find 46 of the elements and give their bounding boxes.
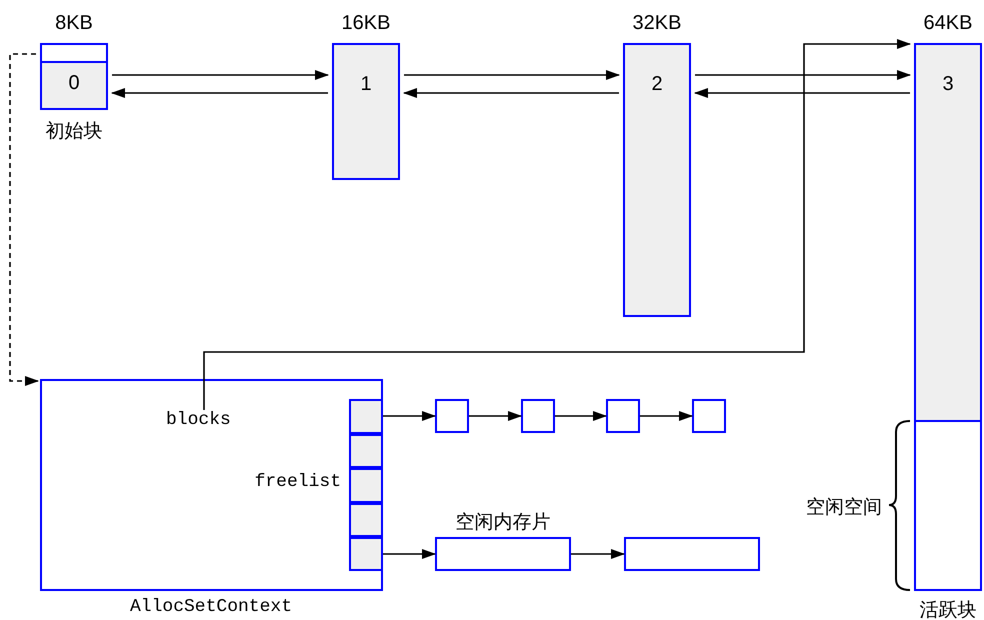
size-label: 32KB bbox=[632, 12, 682, 35]
arrow bbox=[555, 411, 607, 421]
freelist-slot bbox=[349, 537, 383, 571]
memory-chunk bbox=[692, 399, 726, 433]
memory-block bbox=[914, 43, 982, 591]
arrow bbox=[111, 88, 328, 98]
field-label: freelist bbox=[254, 472, 341, 492]
brace-label: 空闲空间 bbox=[806, 495, 882, 520]
freelist-slot bbox=[349, 468, 383, 503]
arrow bbox=[571, 549, 625, 559]
context-name: AllocSetContext bbox=[130, 597, 292, 617]
memory-chunk bbox=[624, 537, 760, 571]
size-label: 64KB bbox=[924, 12, 972, 35]
memory-chunk bbox=[435, 537, 571, 571]
arrow bbox=[694, 88, 910, 98]
memory-chunk bbox=[606, 399, 640, 433]
size-label: 8KB bbox=[55, 12, 93, 35]
memory-chunk bbox=[435, 399, 469, 433]
block-caption: 初始块 bbox=[46, 119, 102, 144]
block-number: 0 bbox=[67, 72, 81, 95]
arrow bbox=[383, 411, 436, 421]
block-number: 3 bbox=[941, 73, 955, 96]
arrow bbox=[112, 70, 329, 80]
arrow bbox=[9, 53, 39, 386]
memory-block bbox=[40, 43, 108, 110]
freelist-slot bbox=[349, 503, 383, 537]
freelist-slot bbox=[349, 434, 383, 468]
block-number: 1 bbox=[359, 73, 373, 96]
memory-block bbox=[332, 43, 400, 180]
block-number: 2 bbox=[650, 73, 664, 96]
freelist-slot bbox=[349, 399, 383, 434]
arrow bbox=[404, 70, 620, 80]
chunk-caption: 空闲内存片 bbox=[456, 510, 550, 535]
context-box bbox=[40, 379, 383, 591]
memory-block bbox=[623, 43, 691, 317]
arrow bbox=[403, 88, 619, 98]
size-label: 16KB bbox=[342, 12, 390, 35]
block-caption: 活跃块 bbox=[920, 598, 976, 620]
arrow bbox=[469, 411, 522, 421]
field-label: blocks bbox=[166, 410, 231, 430]
arrow bbox=[695, 70, 911, 80]
arrow bbox=[383, 549, 436, 559]
free-space-area bbox=[914, 420, 982, 591]
arrow bbox=[203, 39, 911, 410]
arrow bbox=[640, 411, 693, 421]
memory-chunk bbox=[521, 399, 555, 433]
